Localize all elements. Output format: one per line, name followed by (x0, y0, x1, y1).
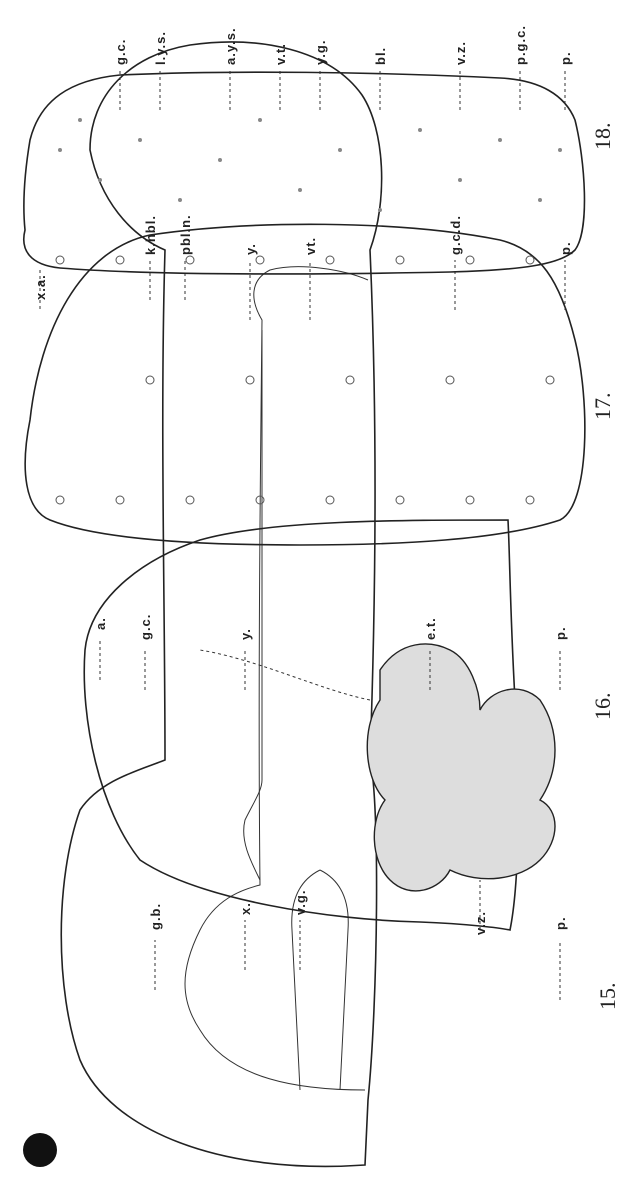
fig18-label-vt: v.t. (273, 43, 288, 65)
fig17-label-y: y. (243, 243, 258, 255)
fig18-label-vz: v.z. (453, 41, 468, 65)
fig17-label-pbln: pbl.n. (178, 214, 193, 255)
fig16-label-gc: g.c. (138, 614, 153, 640)
figure-18: g.c. l.y.s. a.y.s. v.t. y.g. bl. v.z. p.… (24, 25, 615, 310)
fig16-label-p: p. (553, 626, 568, 640)
fig18-cell-texture (58, 118, 562, 212)
fig16-label-y: y. (238, 628, 253, 640)
fig17-label-vt: vt. (303, 237, 318, 255)
fig18-label-bl: bl. (373, 47, 388, 65)
fig18-label-yg: y.g. (313, 40, 328, 65)
fig15-germ-band-line (185, 267, 368, 1090)
fig17-label-khbl: k.hbl. (143, 215, 158, 255)
fig18-label-xa: x.a. (33, 274, 48, 300)
fig18-label-gc: g.c. (113, 39, 128, 65)
figure-15: g.b. x. v.g. p. 15. (23, 42, 620, 1167)
fig18-number: 18. (590, 123, 615, 151)
fig18-label-ays: a.y.s. (223, 27, 238, 65)
fig18-label-lys: l.y.s. (153, 31, 168, 65)
fig16-label-a: a. (93, 617, 108, 630)
fig15-label-x: x. (238, 902, 253, 915)
fig16-label-vz: v.z. (473, 911, 488, 935)
fig15-x-line (200, 650, 370, 700)
fig17-label-gcd: g.c.d. (448, 215, 463, 255)
fig15-label-p: p. (553, 916, 568, 930)
figure-17: k.hbl. pbl.n. y. vt. g.c.d. p. 17. (25, 214, 615, 545)
fig18-label-p: p. (558, 51, 573, 65)
fig18-label-pgc: p.g.c. (513, 25, 528, 65)
fig15-label-gb: g.b. (148, 903, 163, 930)
fig17-outline (25, 224, 585, 545)
fig17-number: 17. (590, 393, 615, 421)
fig17-nuclei (56, 256, 554, 504)
black-dot (23, 1133, 57, 1167)
fig15-number: 15. (595, 983, 620, 1011)
fig16-embryonic-tissue (367, 644, 555, 891)
fig16-label-et: e.t. (423, 617, 438, 640)
fig15-outer-outline (61, 42, 381, 1166)
fig16-number: 16. (590, 693, 615, 721)
